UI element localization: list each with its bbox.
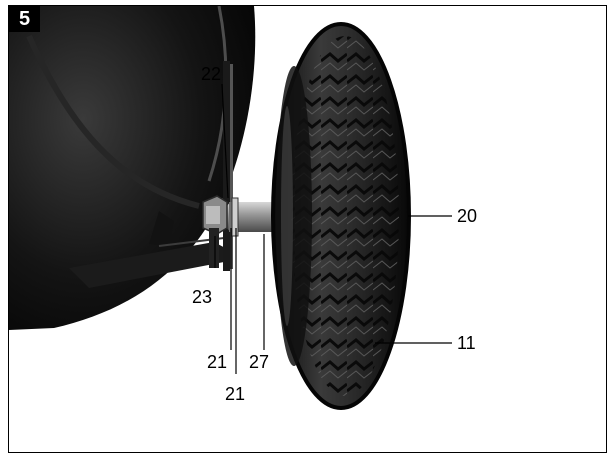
callout-20: 20 [457,206,477,226]
callout-27: 27 [249,352,269,372]
wheel-tire [271,22,411,410]
callout-11: 11 [457,333,476,353]
leader-lines [214,83,452,374]
figure-frame: 5 [8,5,607,453]
callout-22: 22 [201,64,221,84]
callout-23: 23 [192,287,212,307]
callout-21-lower: 21 [225,384,245,404]
callout-21-upper: 21 [207,352,227,372]
nut-bolt [202,195,239,268]
wheel-assembly-photo: 22 20 23 11 21 27 21 [9,6,477,410]
tank-body [9,6,256,330]
figure-number-badge: 5 [9,6,40,32]
